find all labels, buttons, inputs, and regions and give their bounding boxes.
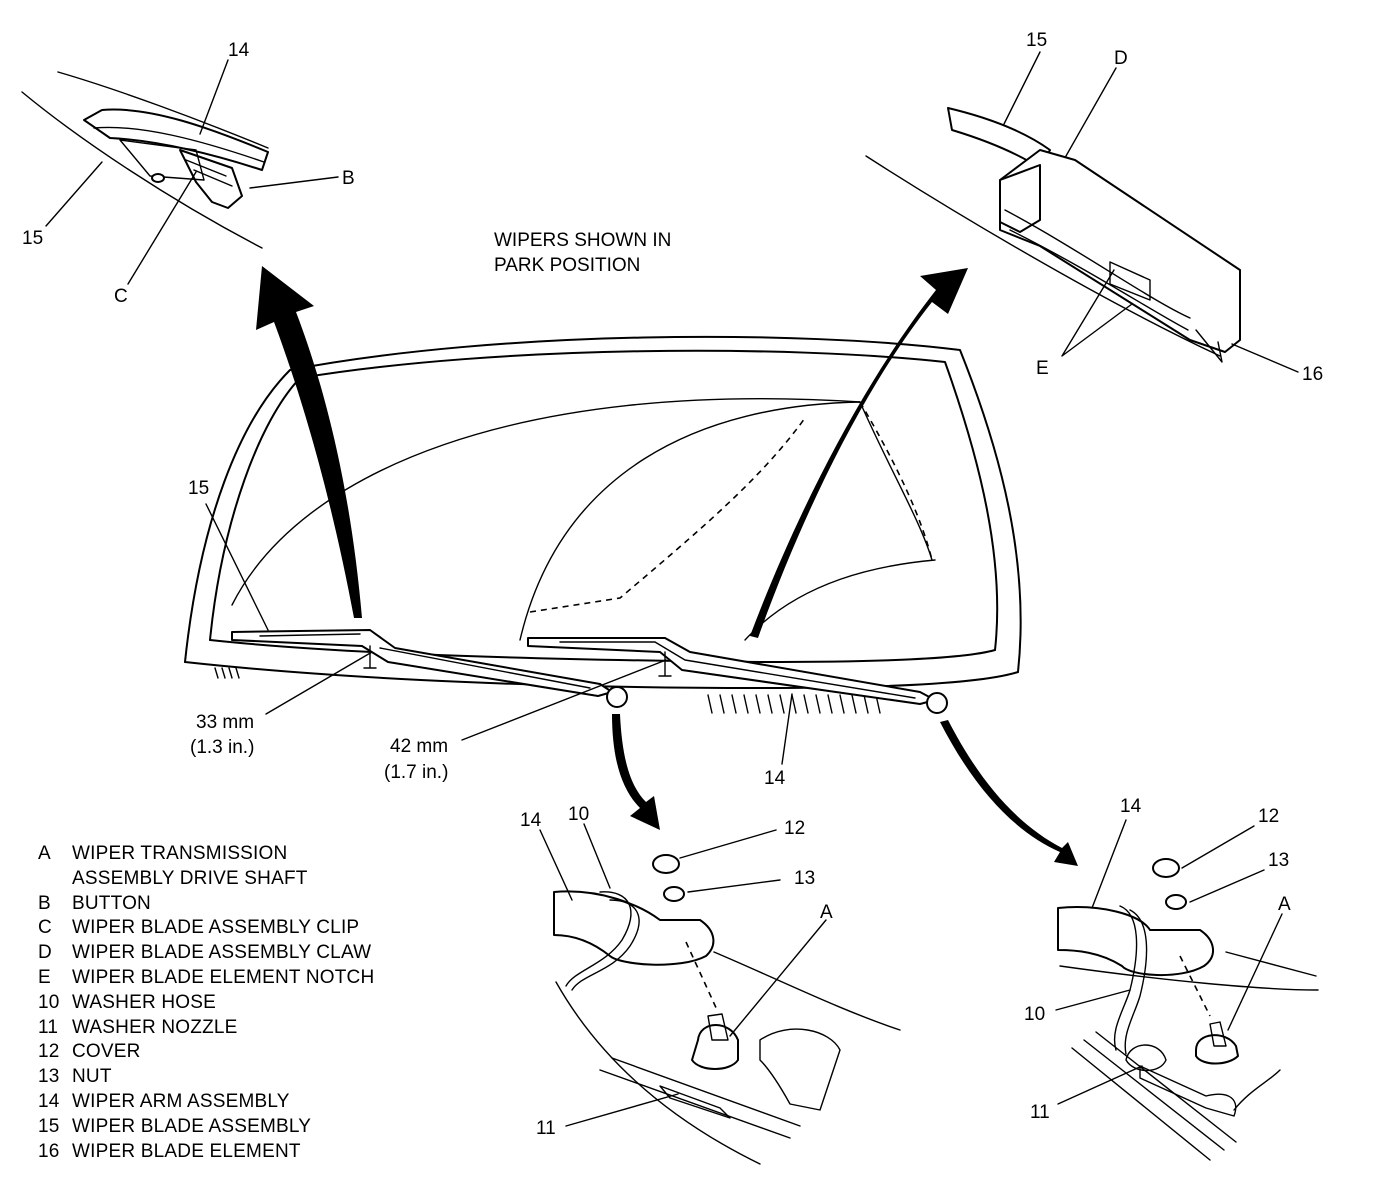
note-line-1: WIPERS SHOWN IN (494, 230, 671, 251)
right-wiper (527, 637, 948, 714)
legend: A WIPER TRANSMISSION ASSEMBLY DRIVE SHAFT… (38, 842, 498, 1164)
callout-tl-15: 15 (22, 228, 43, 249)
callout-br-12: 12 (1258, 806, 1279, 827)
callout-numbers: 14 15 B C 15 D E 16 15 14 14 10 12 13 A … (22, 30, 1323, 1139)
callout-mid-15: 15 (188, 478, 209, 499)
note-text: WIPERS SHOWN IN PARK POSITION (494, 230, 671, 276)
detail-top-left (21, 71, 269, 249)
legend-row-15: 15 WIPER BLADE ASSEMBLY (38, 1115, 498, 1140)
callout-bm-13: 13 (794, 868, 815, 889)
legend-row-12: 12 COVER (38, 1040, 498, 1065)
legend-row-13: 13 NUT (38, 1065, 498, 1090)
legend-text: WASHER NOZZLE (72, 1016, 238, 1038)
legend-text: ASSEMBLY DRIVE SHAFT (72, 867, 308, 889)
dimension-33-in: (1.3 in.) (190, 737, 254, 758)
legend-key: A (38, 843, 51, 864)
legend-text: WIPER BLADE ASSEMBLY (72, 1115, 312, 1137)
callout-bm-11: 11 (536, 1118, 556, 1139)
callout-lines-top-right (1003, 51, 1299, 373)
callout-tr-16: 16 (1302, 364, 1323, 385)
legend-key: 11 (38, 1016, 59, 1038)
legend-key: 10 (38, 991, 60, 1013)
legend-text: WIPER TRANSMISSION (72, 843, 288, 864)
callout-br-a: A (1278, 894, 1291, 915)
legend-text: WIPER BLADE ASSEMBLY CLAW (72, 942, 372, 964)
callout-tl-c: C (114, 286, 128, 307)
callout-mid-14: 14 (764, 768, 786, 789)
legend-text: WIPER ARM ASSEMBLY (72, 1090, 290, 1112)
legend-row-16: 16 WIPER BLADE ELEMENT (38, 1140, 498, 1165)
callout-tl-b: B (342, 168, 355, 189)
callout-lines-top-left (45, 59, 339, 285)
legend-key: 15 (38, 1115, 60, 1137)
legend-row-e: E WIPER BLADE ELEMENT NOTCH (38, 966, 498, 991)
arrow-to-top-left (256, 266, 362, 618)
legend-row-14: 14 WIPER ARM ASSEMBLY (38, 1090, 498, 1115)
legend-key: 13 (38, 1066, 60, 1088)
legend-key: B (38, 892, 51, 914)
callout-tr-d: D (1114, 48, 1128, 69)
legend-key: C (38, 917, 52, 939)
legend-text: COVER (72, 1041, 141, 1063)
legend-text: WIPER BLADE ASSEMBLY CLIP (72, 917, 360, 939)
callout-br-10: 10 (1024, 1004, 1045, 1025)
legend-key (38, 867, 72, 892)
legend-row-11: 11 WASHER NOZZLE (38, 1016, 498, 1041)
legend-text: WIPER BLADE ELEMENT NOTCH (72, 966, 375, 988)
callout-tl-14: 14 (228, 40, 250, 61)
detail-top-right (865, 107, 1241, 363)
note-line-2: PARK POSITION (494, 255, 640, 276)
legend-key: 14 (38, 1090, 60, 1112)
legend-row-a-cont: ASSEMBLY DRIVE SHAFT (38, 867, 498, 892)
arrow-to-bottom-middle (612, 714, 660, 830)
detail-bottom-right (1057, 858, 1319, 1161)
arrow-to-bottom-right (940, 720, 1078, 866)
callout-lines-bottom-right (1055, 819, 1283, 1105)
legend-text: WASHER HOSE (72, 991, 217, 1013)
callout-tr-15: 15 (1026, 30, 1047, 51)
legend-row-10: 10 WASHER HOSE (38, 991, 498, 1016)
callout-br-13: 13 (1268, 850, 1289, 871)
legend-key: 12 (38, 1041, 60, 1063)
legend-row-c: C WIPER BLADE ASSEMBLY CLIP (38, 916, 498, 941)
callout-lines-bottom-middle (539, 823, 827, 1127)
left-wiper (231, 629, 628, 708)
callout-lines-center (205, 503, 793, 765)
callout-tr-e: E (1036, 358, 1049, 379)
dimension-labels: 33 mm (1.3 in.) 42 mm (1.7 in.) (190, 712, 448, 783)
legend-text: NUT (72, 1066, 112, 1088)
callout-bm-14: 14 (520, 810, 542, 831)
legend-row-a: A WIPER TRANSMISSION (38, 842, 498, 867)
dimension-33-mm: 33 mm (196, 712, 254, 733)
windshield (184, 335, 1022, 714)
legend-key: E (38, 966, 51, 988)
legend-key: D (38, 942, 52, 964)
legend-text: WIPER BLADE ELEMENT (72, 1140, 301, 1162)
arrow-to-top-right (750, 268, 968, 638)
callout-bm-10: 10 (568, 804, 589, 825)
legend-row-b: B BUTTON (38, 892, 498, 917)
callout-bm-a: A (820, 902, 833, 923)
callout-br-11: 11 (1030, 1102, 1050, 1123)
dimension-42-mm: 42 mm (390, 736, 448, 757)
callout-br-14: 14 (1120, 796, 1142, 817)
dimension-42-in: (1.7 in.) (384, 762, 448, 783)
legend-key: 16 (38, 1140, 60, 1162)
callout-bm-12: 12 (784, 818, 805, 839)
legend-text: BUTTON (72, 892, 151, 914)
detail-bottom-middle (553, 854, 901, 1165)
legend-row-d: D WIPER BLADE ASSEMBLY CLAW (38, 941, 498, 966)
